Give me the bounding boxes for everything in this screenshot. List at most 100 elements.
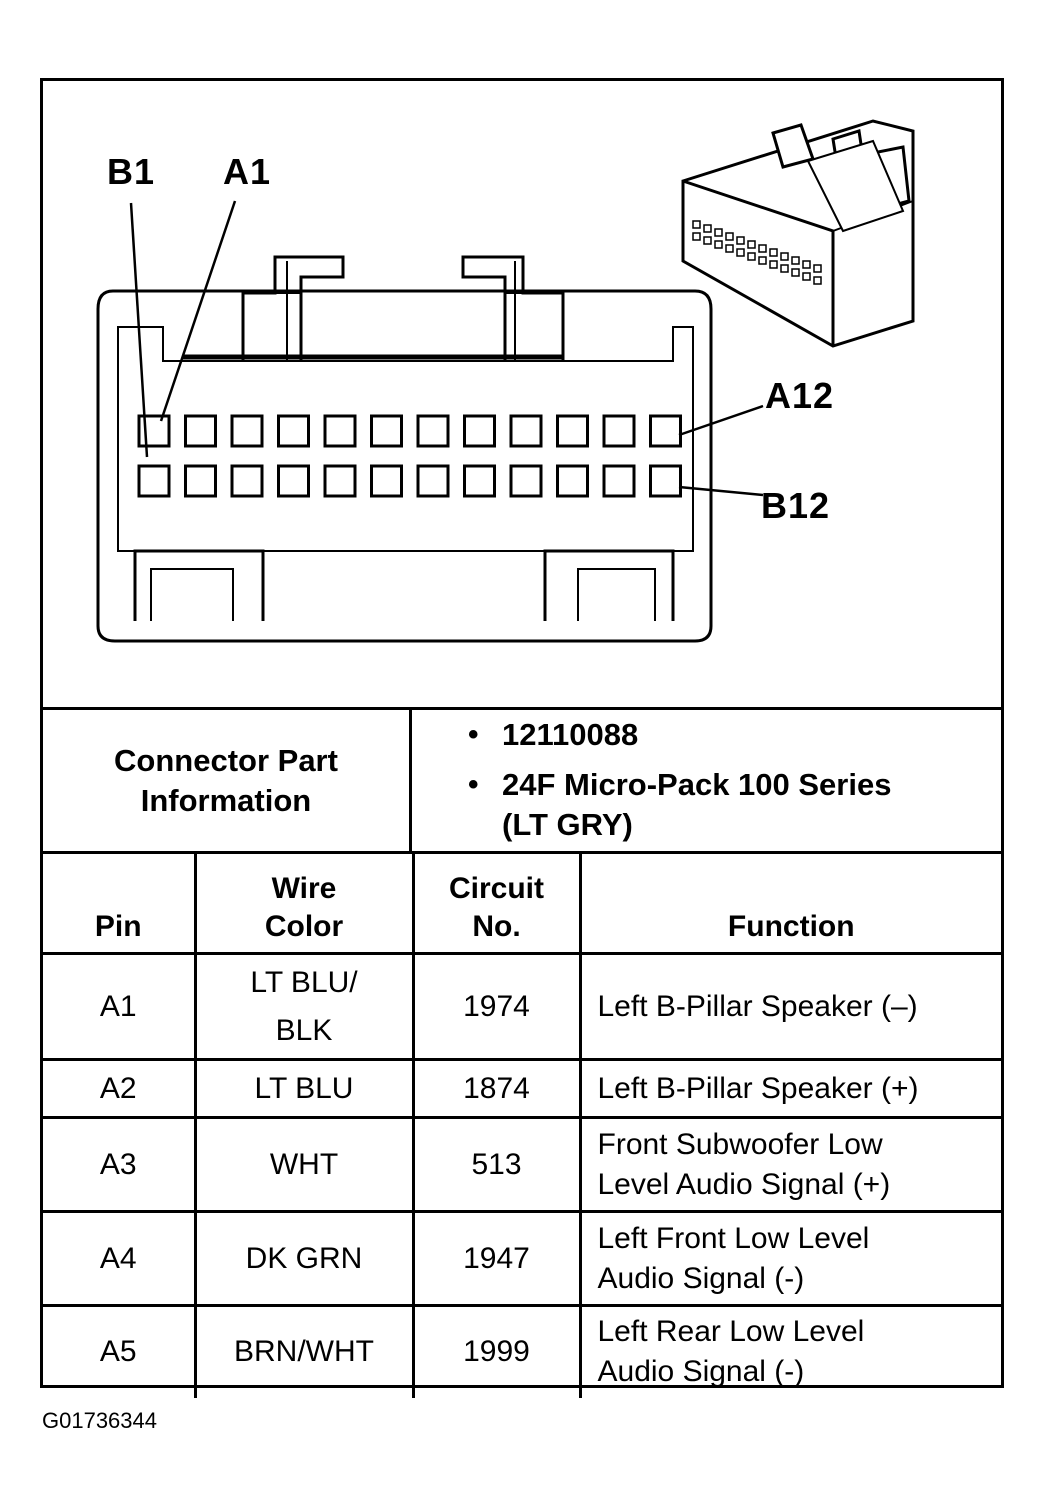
pin-cavity-b-6 [370, 464, 403, 498]
header-wire-color: Wire Color [193, 851, 415, 955]
bullet-icon: • [468, 768, 479, 801]
pin-cavity-a-12 [649, 414, 682, 448]
leader-a1 [159, 200, 237, 422]
pin-cavity-b-1 [137, 464, 171, 498]
iso-pin-hole [769, 260, 778, 269]
header-circuit: Circuit No. [411, 851, 582, 955]
iso-pin-hole [780, 264, 789, 273]
pin-cavity-b-2 [184, 464, 217, 498]
part-info-label-line1: Connector Part [114, 742, 338, 778]
cell-function: Left B-Pillar Speaker (+) [578, 1058, 1001, 1119]
bottom-tab-left-inner [150, 568, 234, 621]
pin-label-b1: B1 [107, 151, 156, 192]
pin-cavity-a-3 [230, 414, 264, 448]
table-row: A4 DK GRN 1947 Left Front Low Level Audi… [43, 1210, 1001, 1307]
cell-function: Left Rear Low Level Audio Signal (-) [578, 1304, 1001, 1398]
cell-pin: A5 [43, 1304, 197, 1398]
connector-sheet: B1 A1 A12 B12 Connector Part Information… [40, 78, 1004, 1398]
pin-cavity-a-6 [370, 414, 403, 448]
iso-pin-hole [714, 228, 723, 237]
part-number: 12110088 [502, 717, 639, 752]
iso-pin-hole [813, 264, 822, 273]
bottom-tab-left [133, 549, 265, 621]
pin-cavity-a-9 [509, 414, 543, 448]
cell-pin: A3 [43, 1116, 197, 1213]
cell-wire-color: WHT [193, 1116, 415, 1213]
bottom-tab-right [543, 549, 675, 621]
bullet-icon: • [468, 718, 479, 751]
iso-pin-hole [813, 276, 822, 285]
pin-cavity-a-10 [556, 414, 589, 448]
pin-cavity-a-4 [277, 414, 310, 448]
pin-cavity-a-11 [602, 414, 636, 448]
part-color: (LT GRY) [502, 807, 633, 842]
iso-pin-hole [802, 272, 811, 281]
pin-cavity-b-4 [277, 464, 310, 498]
iso-pin-holes [692, 220, 822, 285]
cell-function: Left B-Pillar Speaker (–) [578, 952, 1001, 1061]
latch-right [461, 255, 565, 361]
connector-face-drawing [96, 119, 915, 643]
pin-cavity-a-8 [463, 414, 496, 448]
iso-pin-hole [758, 256, 767, 265]
pin-cavity-b-7 [416, 464, 450, 498]
table-row: A2 LT BLU 1874 Left B-Pillar Speaker (+) [43, 1058, 1001, 1119]
pin-table: Pin Wire Color Circuit No. Function A1 L… [43, 851, 1001, 1398]
cell-pin: A4 [43, 1210, 197, 1307]
part-series: 24F Micro-Pack 100 Series [502, 767, 892, 802]
table-header-row: Pin Wire Color Circuit No. Function [43, 851, 1001, 955]
leader-b12 [678, 485, 764, 497]
iso-pin-hole [736, 236, 745, 245]
pin-cavity-a-2 [184, 414, 217, 448]
cell-function: Front Subwoofer Low Level Audio Signal (… [578, 1116, 1001, 1213]
part-info-list: • 12110088 • 24F Micro-Pack 100 Series (… [412, 710, 1001, 851]
part-info-label: Connector Part Information [43, 710, 412, 851]
cell-pin: A2 [43, 1058, 197, 1119]
iso-pin-hole [703, 236, 712, 245]
iso-pin-hole [747, 252, 756, 261]
pin-cavity-b-11 [602, 464, 636, 498]
pin-cavity-b-9 [509, 464, 543, 498]
connector-diagram: B1 A1 A12 B12 [43, 81, 1001, 707]
pin-cavity-grid [137, 414, 682, 498]
table-row: A5 BRN/WHT 1999 Left Rear Low Level Audi… [43, 1304, 1001, 1398]
leader-a12 [678, 404, 764, 437]
iso-pin-hole [714, 240, 723, 249]
connector-part-info: Connector Part Information • 12110088 • … [43, 707, 1001, 851]
pin-label-a12: A12 [765, 375, 835, 416]
pin-cavity-a-7 [416, 414, 450, 448]
pin-cavity-a-5 [323, 414, 357, 448]
iso-pin-hole [692, 232, 701, 241]
cell-circuit: 1974 [411, 952, 582, 1061]
part-info-label-line2: Information [140, 782, 312, 818]
iso-pin-hole [692, 220, 701, 229]
latch-left [241, 255, 345, 361]
iso-pin-hole [736, 248, 745, 257]
iso-pin-hole [703, 224, 712, 233]
pin-label-b12: B12 [761, 485, 831, 526]
table-row: A3 WHT 513 Front Subwoofer Low Level Aud… [43, 1116, 1001, 1213]
pin-cavity-a-1 [137, 414, 171, 448]
iso-pin-hole [747, 240, 756, 249]
iso-pin-hole [791, 268, 800, 277]
pin-cavity-b-10 [556, 464, 589, 498]
cell-function: Left Front Low Level Audio Signal (-) [578, 1210, 1001, 1307]
cell-wire-color: LT BLU/ BLK [193, 952, 415, 1061]
iso-pin-hole [725, 232, 734, 241]
iso-pin-hole [758, 244, 767, 253]
table-row: A1 LT BLU/ BLK 1974 Left B-Pillar Speake… [43, 952, 1001, 1061]
cell-wire-color: BRN/WHT [193, 1304, 415, 1398]
iso-pin-hole [780, 252, 789, 261]
cell-wire-color: LT BLU [193, 1058, 415, 1119]
bottom-tab-right-inner [577, 568, 656, 621]
cell-pin: A1 [43, 952, 197, 1061]
cell-circuit: 1874 [411, 1058, 582, 1119]
pin-cavity-b-8 [463, 464, 496, 498]
housing-inner [117, 326, 694, 552]
figure-id: G01736344 [42, 1408, 157, 1433]
pin-cavity-b-3 [230, 464, 264, 498]
pin-cavity-b-5 [323, 464, 357, 498]
iso-pin-hole [769, 248, 778, 257]
pin-label-a1: A1 [223, 151, 272, 192]
iso-pin-hole [725, 244, 734, 253]
